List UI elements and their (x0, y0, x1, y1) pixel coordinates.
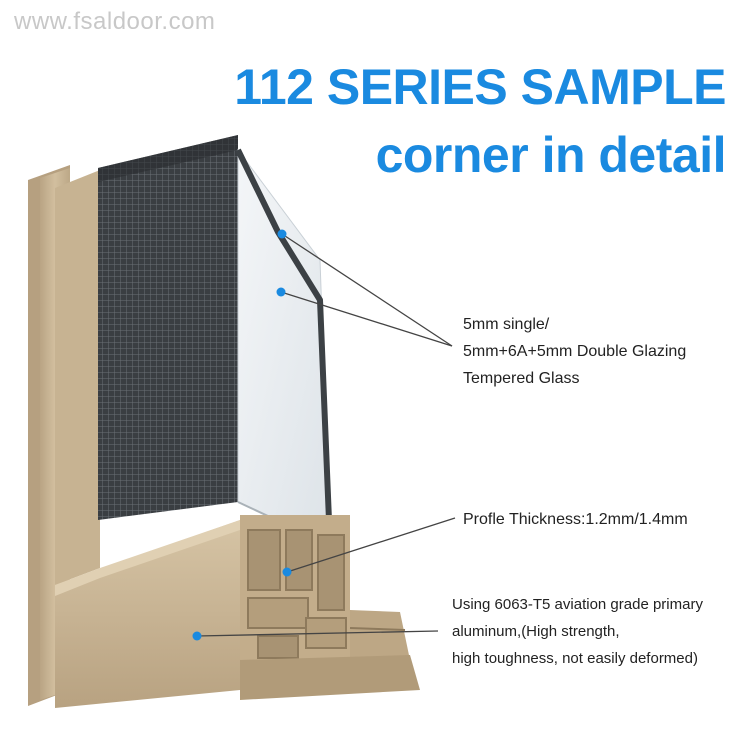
aluminum-callout: Using 6063-T5 aviation grade primary alu… (452, 591, 703, 672)
profile-callout: Profle Thickness:1.2mm/1.4mm (463, 506, 688, 533)
glass-callout: 5mm single/ 5mm+6A+5mm Double Glazing Te… (463, 311, 686, 392)
glass-callout-line-3: Tempered Glass (463, 370, 580, 387)
callout-lines (196, 233, 456, 637)
aluminum-callout-line-2: aluminum,(High strength, (452, 623, 620, 640)
double-glazing-glass (235, 148, 333, 546)
glass-callout-line-2: 5mm+6A+5mm Double Glazing (463, 343, 687, 360)
profile-marker-dot (282, 567, 292, 577)
sash-profile (55, 515, 420, 708)
aluminum-callout-line-3: high toughness, not easily deformed) (452, 650, 698, 667)
page-title: 112 SERIES SAMPLE (234, 59, 726, 115)
profile-callout-line-1: Profle Thickness:1.2mm/1.4mm (463, 511, 688, 528)
aluminum-callout-line-1: Using 6063-T5 aviation grade primary (452, 596, 703, 613)
glass-callout-line-1: 5mm single/ (463, 316, 550, 333)
aluminum-marker-dot (192, 631, 202, 641)
glass-marker-dot-1 (277, 229, 287, 239)
glass-marker-dot-2 (276, 287, 286, 297)
watermark-text: www.fsaldoor.com (14, 8, 216, 35)
outer-frame (28, 165, 100, 706)
callout-markers (192, 229, 292, 641)
mesh-screen (98, 135, 238, 520)
page-subtitle: corner in detail (375, 127, 727, 183)
